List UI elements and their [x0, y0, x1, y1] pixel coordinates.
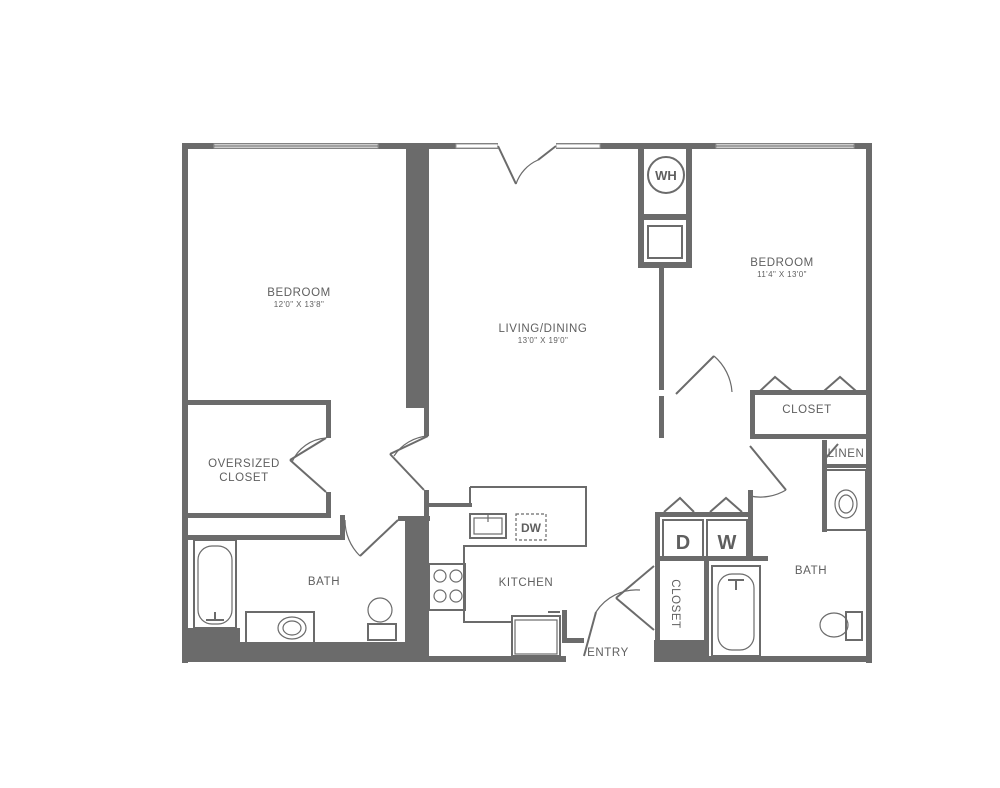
closet-right-label: CLOSET — [782, 404, 832, 416]
water-heater: WH — [647, 156, 685, 194]
doors — [289, 355, 857, 657]
room-labels: BEDROOM 12'0" X 13'8" LIVING/DINING 13'0… — [208, 257, 864, 659]
bedroom-left-label: BEDROOM — [267, 287, 331, 299]
oversized-closet-label-line1: OVERSIZED — [208, 458, 280, 470]
range — [428, 563, 466, 611]
bedroom-right-label: BEDROOM — [750, 257, 814, 269]
bath-right-label: BATH — [795, 565, 827, 577]
left-bath-fixtures — [193, 539, 397, 645]
kitchen-label: KITCHEN — [499, 577, 554, 589]
living-dining-dims: 13'0" X 19'0" — [518, 336, 568, 345]
bath-left-label: BATH — [308, 576, 340, 588]
laundry: D W — [662, 519, 748, 561]
dishwasher-label: DW — [521, 521, 542, 535]
living-dining-label: LIVING/DINING — [499, 323, 588, 335]
water-heater-label: WH — [655, 168, 677, 183]
utility-chase — [647, 225, 683, 259]
oversized-closet-label-line2: CLOSET — [219, 472, 269, 484]
balcony-door — [497, 142, 557, 185]
bedroom-right-dims: 11'4" X 13'0" — [757, 270, 807, 279]
interior-walls — [185, 146, 869, 658]
entry-label: ENTRY — [587, 647, 629, 659]
washer-label: W — [718, 532, 737, 554]
linen-label: LINEN — [828, 448, 865, 460]
refrigerator — [511, 615, 561, 657]
kitchen-fixtures: DW — [428, 486, 587, 657]
right-bath-fixtures — [711, 469, 867, 657]
windows — [213, 143, 855, 149]
bedroom-left-dims: 12'0" X 13'8" — [274, 300, 324, 309]
dryer-label: D — [676, 532, 690, 554]
closet-entry-label: CLOSET — [669, 579, 681, 629]
